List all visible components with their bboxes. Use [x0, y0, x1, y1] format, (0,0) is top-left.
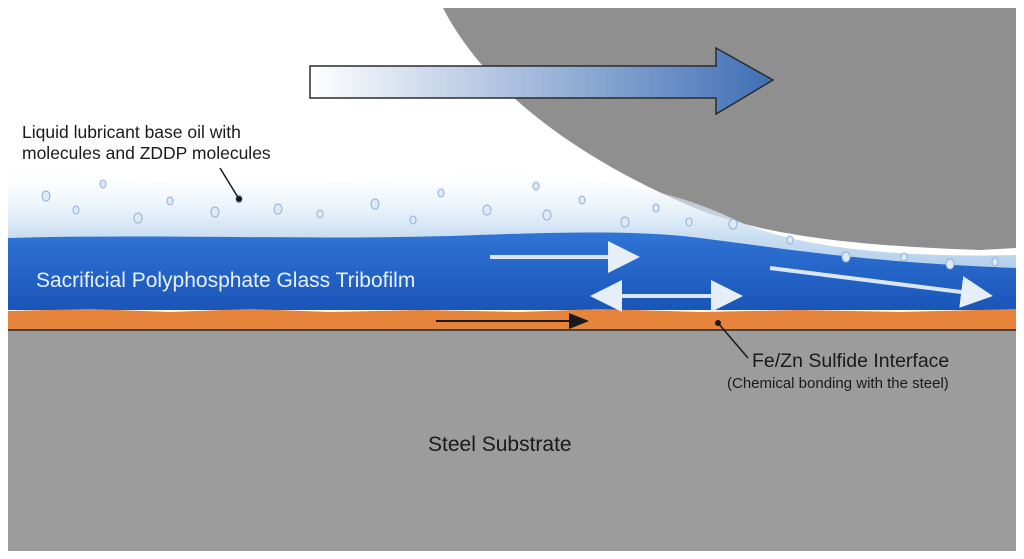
molecule: [437, 188, 445, 198]
base-oil-label: Liquid lubricant base oil with molecules…: [22, 122, 271, 164]
molecule: [273, 203, 283, 215]
molecule: [685, 217, 693, 227]
molecule: [532, 181, 540, 191]
molecule: [482, 204, 492, 216]
molecule: [409, 215, 417, 225]
molecule: [841, 251, 851, 263]
molecule: [900, 252, 908, 262]
tribofilm-label: Sacrificial Polyphosphate Glass Tribofil…: [36, 269, 416, 292]
interface-leader-dot: [715, 320, 721, 326]
molecule: [210, 206, 220, 218]
oil-leader-dot: [236, 196, 242, 202]
molecule: [945, 258, 955, 270]
molecule: [41, 190, 51, 202]
molecule: [316, 209, 324, 219]
tribofilm-layer: [8, 232, 1016, 310]
molecule: [542, 209, 552, 221]
molecule: [652, 203, 660, 213]
molecule: [620, 216, 630, 228]
oil-label-leader: [219, 167, 240, 200]
molecule: [786, 235, 794, 245]
molecule: [133, 212, 143, 224]
substrate-label: Steel Substrate: [428, 433, 572, 456]
interface-sublabel: (Chemical bonding with the steel): [727, 375, 949, 392]
molecule: [370, 198, 380, 210]
sulfide-interface-layer: [8, 309, 1016, 330]
interface-label: Fe/Zn Sulfide Interface: [752, 350, 950, 372]
molecule: [578, 195, 586, 205]
shear-flow-arrow-right: [769, 266, 993, 308]
molecule: [72, 205, 80, 215]
molecule: [991, 257, 999, 267]
base-oil-label-line1: Liquid lubricant base oil with: [22, 122, 241, 142]
molecule: [166, 196, 174, 206]
molecule: [728, 218, 738, 230]
base-oil-label-line2: molecules and ZDDP molecules: [22, 143, 271, 163]
sliding-direction-arrow: [309, 46, 775, 116]
interface-label-leader: [717, 322, 749, 359]
steel-substrate: [8, 328, 1016, 551]
ZDDP-molecules: [41, 179, 999, 270]
molecule: [99, 179, 107, 189]
